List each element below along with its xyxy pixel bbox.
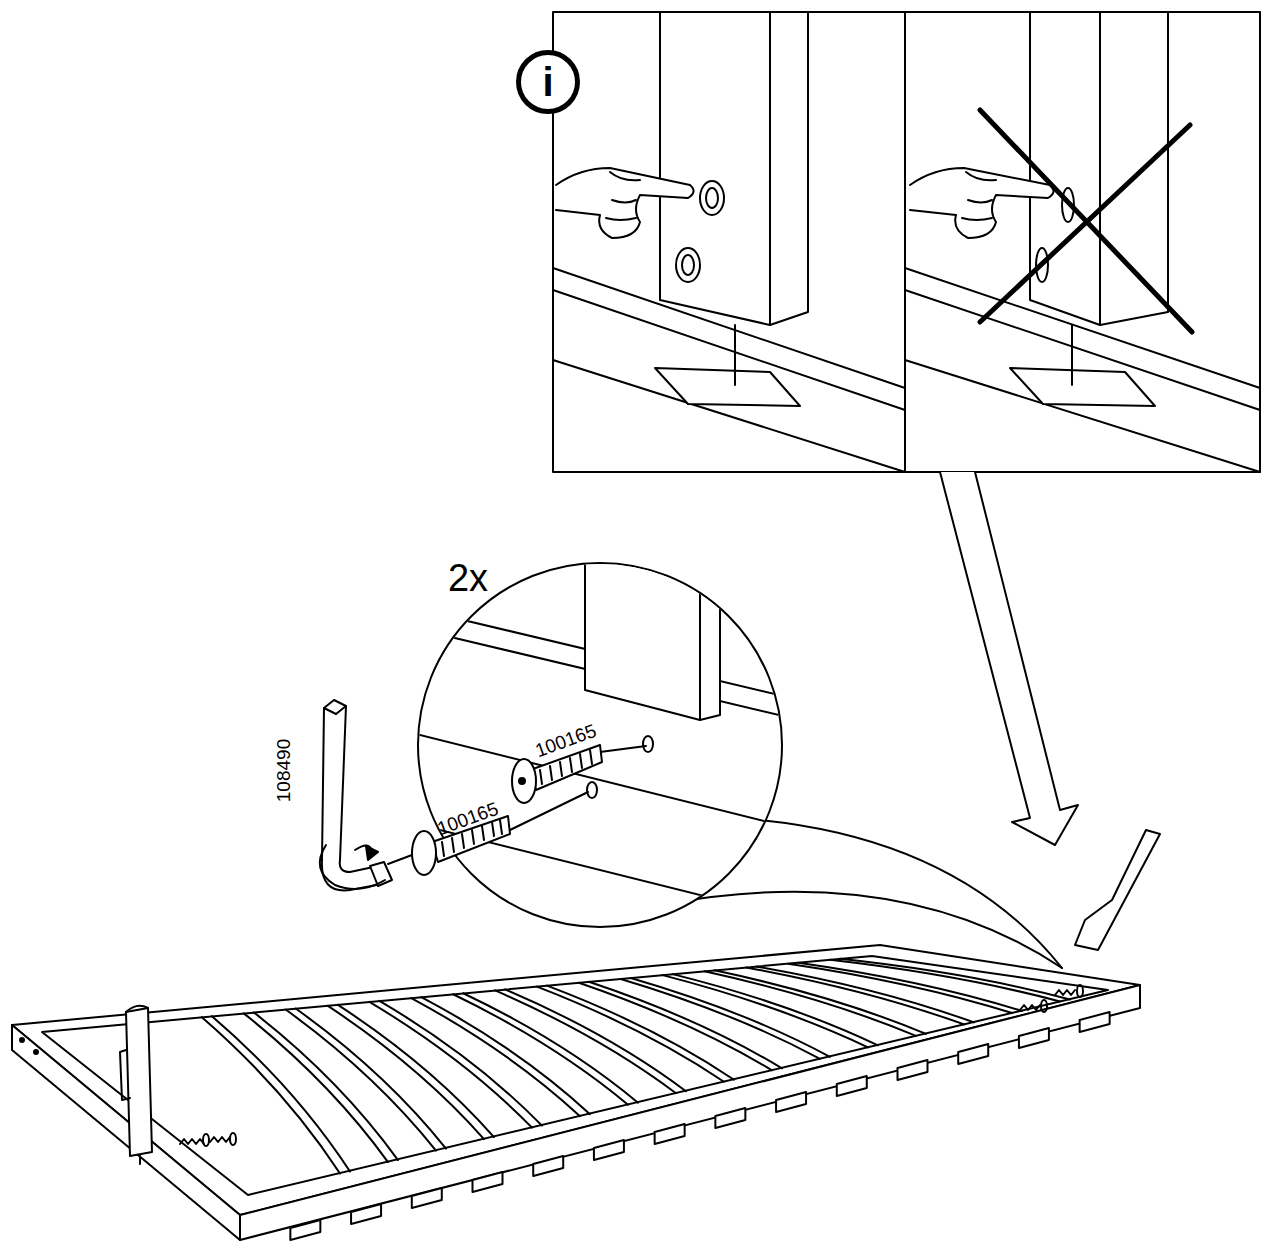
slat [840, 959, 1070, 1000]
info-letter: i [542, 62, 553, 102]
slat-block [533, 1156, 563, 1176]
slat [746, 967, 964, 1024]
detail-circle [388, 560, 800, 927]
correct-fit-figure [553, 12, 905, 472]
slat-block [351, 1204, 381, 1224]
allen-key [320, 700, 392, 890]
slat [788, 964, 1012, 1013]
quantity: 2x [448, 559, 488, 597]
slat-block [412, 1188, 442, 1208]
slat [244, 1013, 388, 1162]
slat-block [655, 1124, 685, 1144]
slat [202, 1017, 340, 1173]
slat-block [1080, 1012, 1110, 1032]
slat-block [958, 1044, 988, 1064]
slat-block [837, 1076, 867, 1096]
info-panel [553, 12, 905, 472]
slat-block [594, 1140, 624, 1160]
slat-block [290, 1220, 320, 1240]
info-panel [905, 12, 1260, 472]
slat-block [1019, 1028, 1049, 1048]
wrong-fit-figure [905, 12, 1260, 472]
slat-block [715, 1108, 745, 1128]
slat [830, 960, 1060, 1002]
slat-block [898, 1060, 928, 1080]
slat [212, 1016, 350, 1171]
magnify-tail [660, 892, 1062, 968]
slat-block [473, 1172, 503, 1192]
direction-arrow [940, 472, 1078, 845]
part-number: 108490 [275, 738, 294, 801]
magnify-tail [760, 820, 1062, 968]
info-symbol: i [516, 50, 580, 114]
slat-block [776, 1092, 806, 1112]
